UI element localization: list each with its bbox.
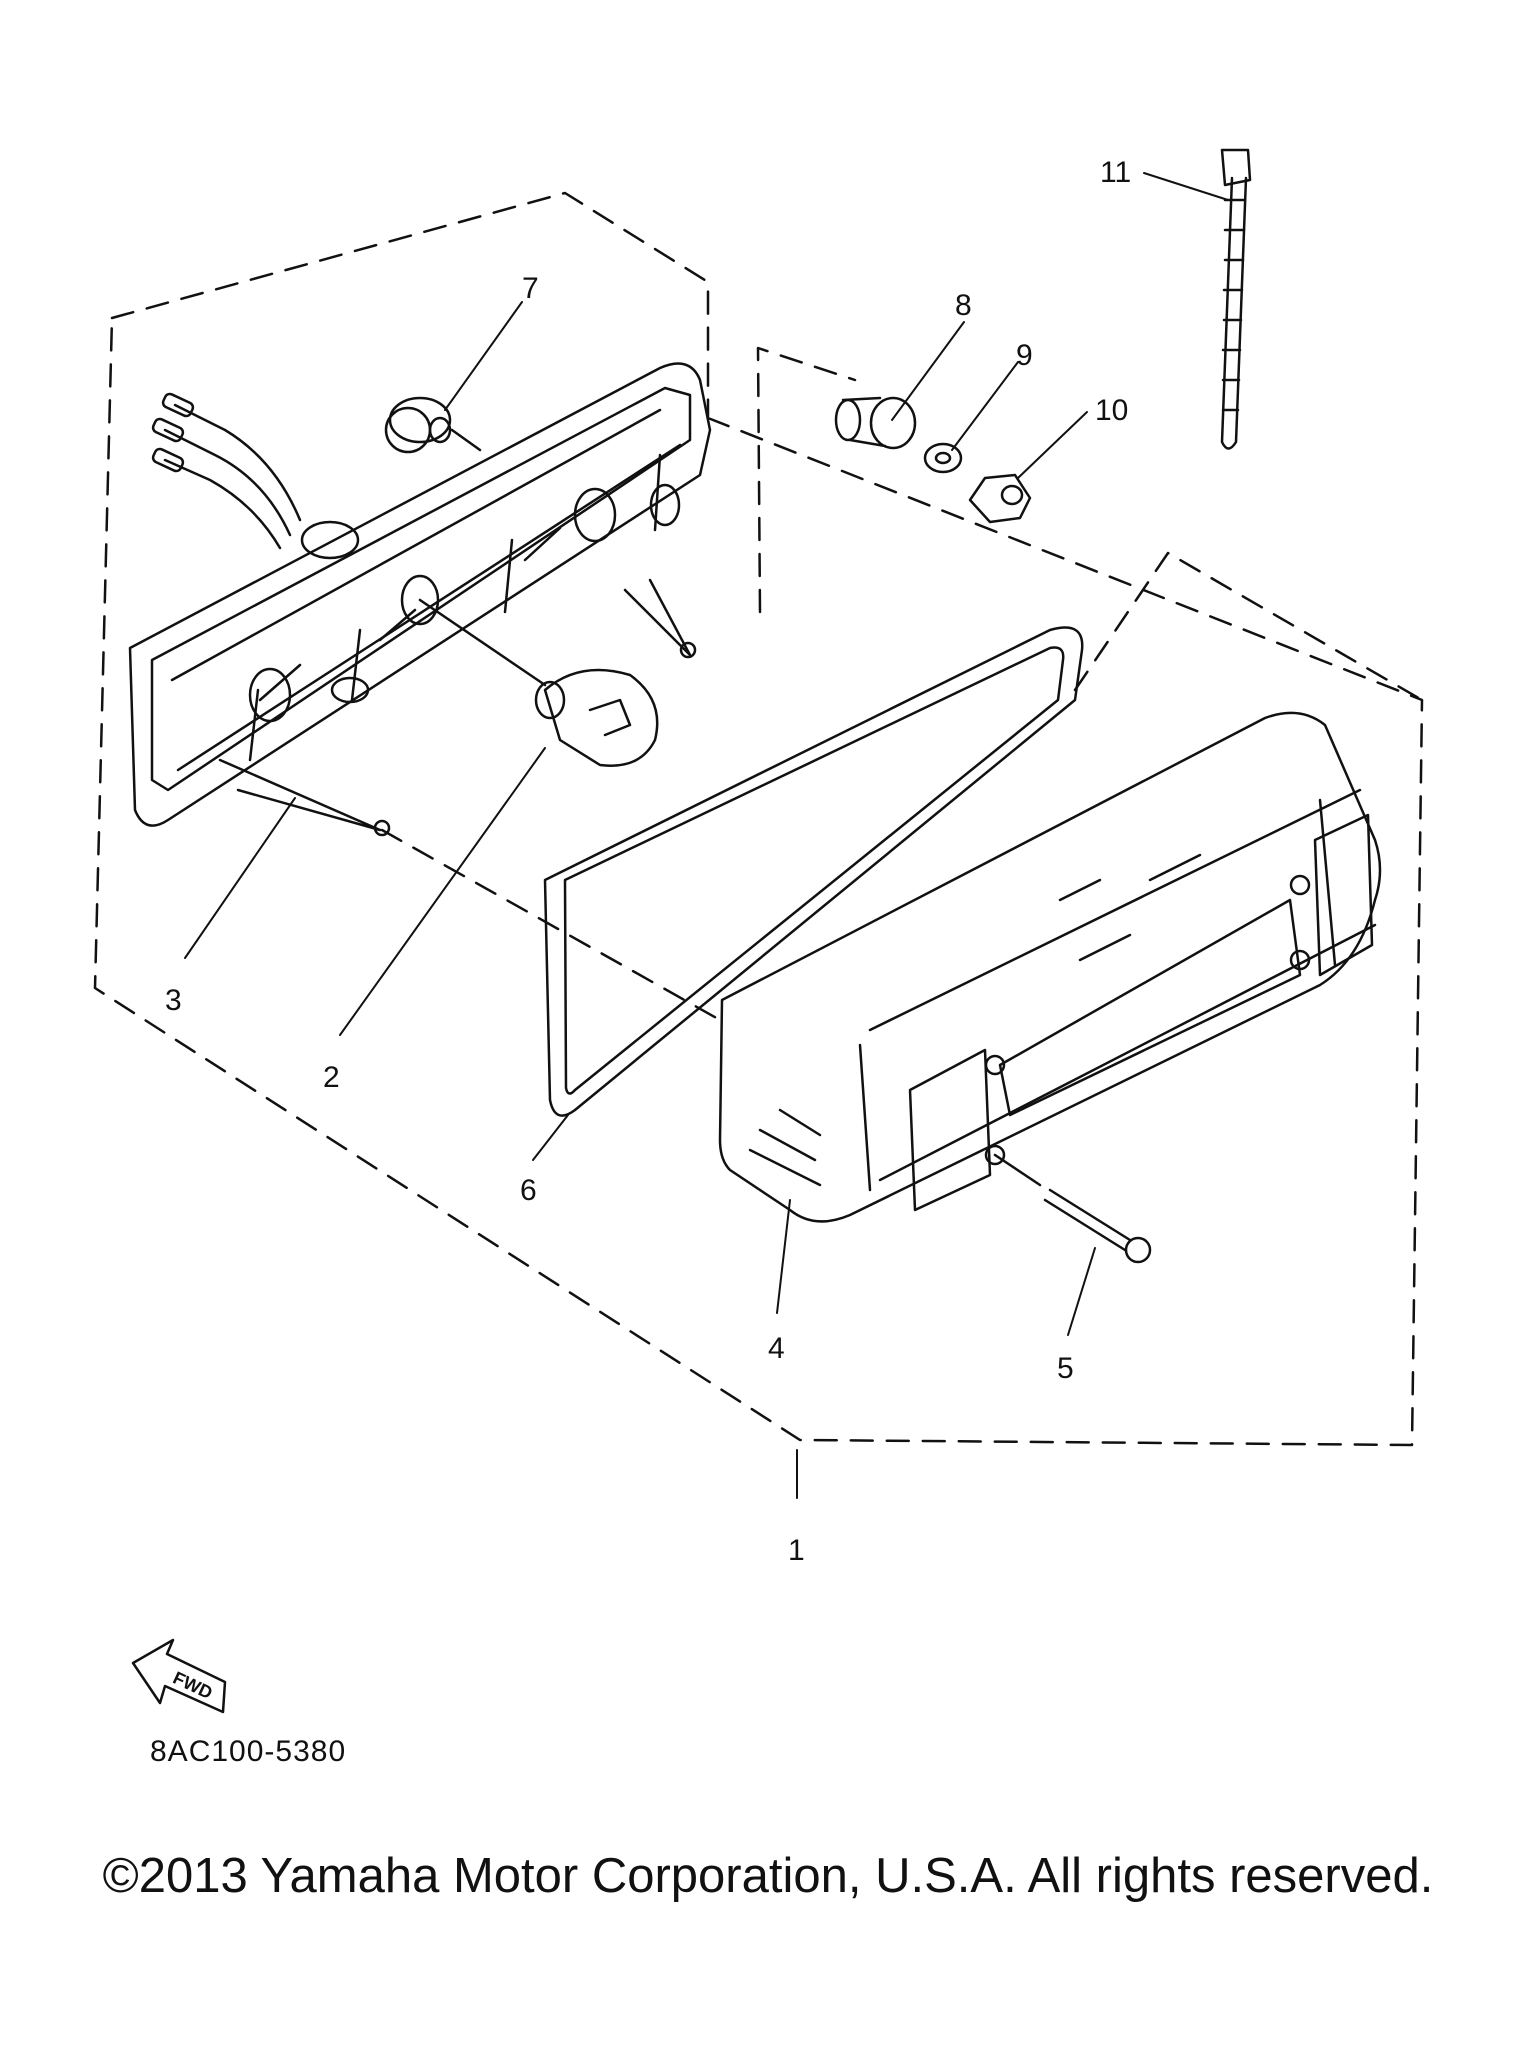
bulb <box>418 598 659 767</box>
hardware-bracket-dashed <box>756 346 857 614</box>
callout-3: 3 <box>165 984 182 1017</box>
cable-tie <box>1220 148 1252 450</box>
assembly-boundary-dashed <box>93 191 1424 1447</box>
fwd-arrow-icon <box>131 1638 227 1714</box>
callout-6: 6 <box>520 1174 537 1207</box>
collar <box>834 396 917 450</box>
callout-8: 8 <box>955 289 972 322</box>
callout-11: 11 <box>1100 156 1131 189</box>
callout-1: 1 <box>788 1534 805 1567</box>
light-base-housing <box>128 362 712 837</box>
callout-4: 4 <box>768 1332 785 1365</box>
lens <box>718 711 1382 1223</box>
wire-harness <box>151 392 360 560</box>
washer <box>923 442 963 474</box>
stud-alignment-line <box>380 828 722 1022</box>
callout-10: 10 <box>1095 394 1128 427</box>
grommet <box>384 396 452 454</box>
callout-2: 2 <box>323 1061 340 1094</box>
drawing-code: 8AC100-5380 <box>150 1735 347 1768</box>
callout-5: 5 <box>1057 1352 1074 1385</box>
callout-leaders <box>184 172 1229 1499</box>
nut <box>968 473 1032 524</box>
gasket <box>543 626 1084 1117</box>
grommet-leader-dash <box>450 428 482 452</box>
lens-group-dashed <box>1073 551 1424 702</box>
callout-7: 7 <box>522 272 539 305</box>
screw <box>993 1153 1152 1264</box>
copyright-notice: ©2013 Yamaha Motor Corporation, U.S.A. A… <box>102 1849 1434 1903</box>
callout-9: 9 <box>1016 339 1033 372</box>
